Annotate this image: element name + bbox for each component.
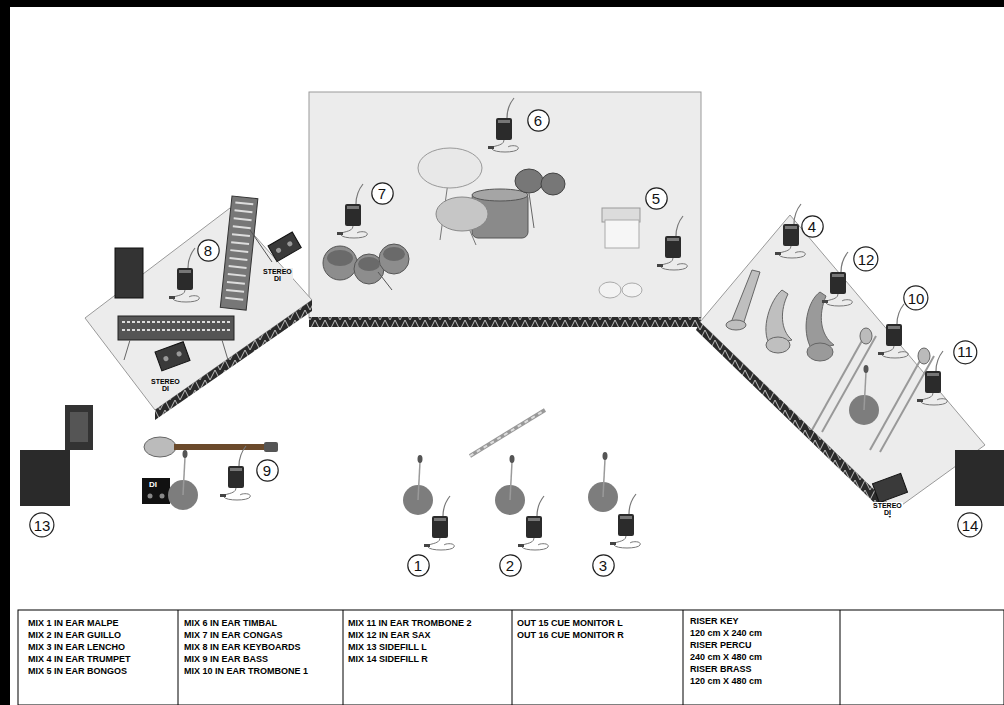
callout-circle: [904, 286, 928, 310]
callout-number: 5: [645, 187, 668, 210]
table-cell: MIX 1 IN EAR MALPE: [28, 617, 119, 629]
callout-number: 10: [903, 285, 929, 311]
callout-number: 14: [962, 518, 979, 533]
callout-number: 2: [506, 558, 514, 573]
table-cell: MIX 13 SIDEFILL L: [348, 641, 427, 653]
table-cell: MIX 3 IN EAR LENCHO: [28, 641, 125, 653]
callout-circle: [854, 247, 878, 271]
table-cell: 120 cm X 240 cm: [690, 627, 762, 639]
callout-circle: [801, 215, 822, 236]
callout-circle: [499, 554, 520, 575]
callout-number: 6: [527, 109, 550, 132]
device-label: STEREO DI: [872, 502, 903, 516]
callout-number: 12: [853, 246, 879, 272]
callout-circle: [407, 554, 428, 575]
callout-number: 14: [957, 512, 983, 538]
callout-number: 1: [414, 558, 422, 573]
callout-number: 7: [378, 186, 386, 201]
table-cell: MIX 11 IN EAR TROMBONE 2: [348, 617, 472, 629]
callout-number: 6: [534, 113, 542, 128]
callout-number: 7: [371, 182, 394, 205]
callout-number: 9: [263, 463, 271, 478]
table-cell: MIX 9 IN EAR BASS: [184, 653, 268, 665]
table-cell: RISER BRASS: [690, 663, 752, 675]
table-cell: MIX 7 IN EAR CONGAS: [184, 629, 283, 641]
callout-number: 5: [652, 191, 660, 206]
table-cell: RISER KEY: [690, 615, 739, 627]
callout-number: 3: [592, 554, 615, 577]
callout-circle: [30, 513, 54, 537]
callout-number: 4: [808, 219, 816, 234]
table-cell: MIX 4 IN EAR TRUMPET: [28, 653, 131, 665]
table-cell: MIX 8 IN EAR KEYBOARDS: [184, 641, 301, 653]
callout-number: 13: [34, 518, 51, 533]
callout-number: 11: [953, 340, 978, 365]
callout-circle: [256, 459, 277, 480]
callout-number: 1: [407, 554, 430, 577]
callout-number: 9: [256, 459, 279, 482]
callout-circle: [527, 109, 548, 130]
callout-number: 11: [957, 344, 973, 359]
callout-number: 2: [499, 554, 522, 577]
table-cell: MIX 12 IN EAR SAX: [348, 629, 431, 641]
callout-number: 4: [801, 215, 824, 238]
callout-number: 8: [204, 243, 212, 258]
callout-number: 8: [197, 239, 220, 262]
table-cell: RISER PERCU: [690, 639, 752, 651]
table-cell: MIX 10 IN EAR TROMBONE 1: [184, 665, 308, 677]
table-cell: 240 cm X 480 cm: [690, 651, 762, 663]
table-cell: MIX 14 SIDEFILL R: [348, 653, 428, 665]
callout-number: 12: [858, 252, 875, 267]
callout-number: 10: [908, 291, 925, 306]
table-cell: 120 cm X 480 cm: [690, 675, 762, 687]
callout-circle: [371, 182, 392, 203]
device-label: STEREO DI: [150, 378, 181, 392]
callout-circle: [958, 513, 982, 537]
table-cell: OUT 16 CUE MONITOR R: [517, 629, 624, 641]
callout-circle: [645, 187, 666, 208]
device-label: STEREO DI: [262, 268, 293, 282]
table-cell: MIX 2 IN EAR GUILLO: [28, 629, 121, 641]
callout-number: 13: [29, 512, 55, 538]
callout-circle: [592, 554, 613, 575]
table-cell: MIX 5 IN EAR BONGOS: [28, 665, 127, 677]
table-cell: MIX 6 IN EAR TIMBAL: [184, 617, 277, 629]
table-cell: OUT 15 CUE MONITOR L: [517, 617, 623, 629]
device-label: DI: [149, 481, 157, 489]
callout-number: 3: [599, 558, 607, 573]
callout-circle: [954, 341, 977, 364]
callout-circle: [197, 239, 218, 260]
